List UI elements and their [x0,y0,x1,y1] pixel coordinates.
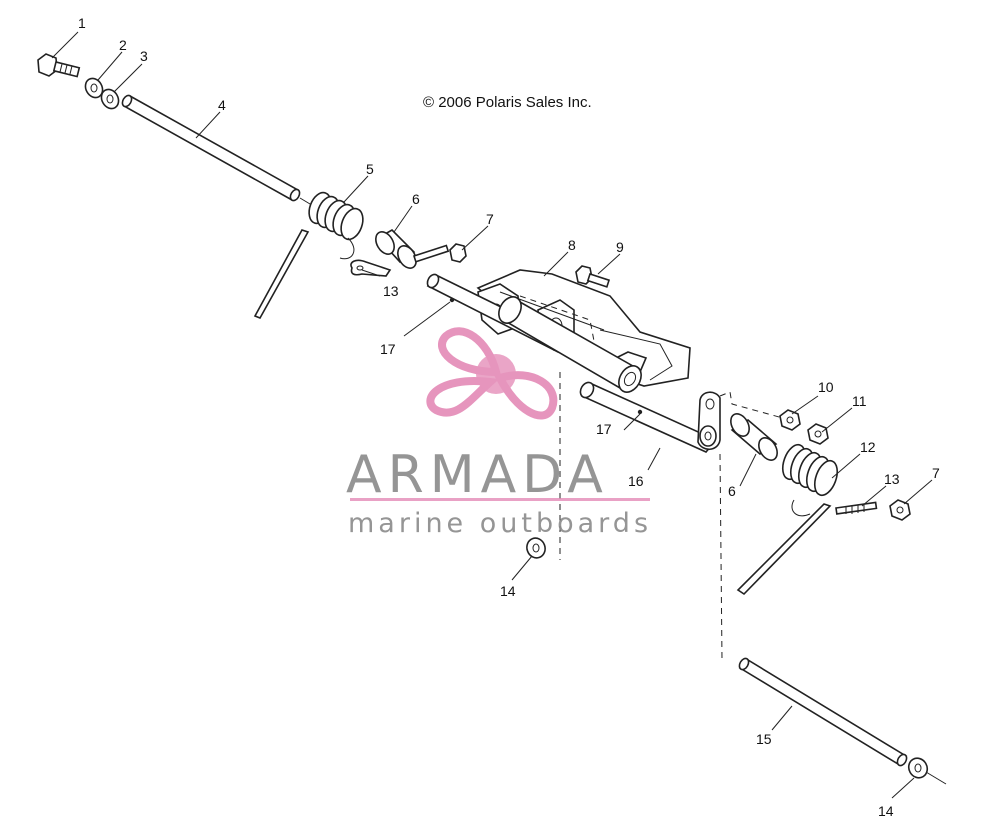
callout-6: 6 [412,191,420,207]
cross-tube [498,296,642,393]
watermark-underline [350,498,650,501]
bushing-6-lower [730,413,778,461]
copyright-text: © 2006 Polaris Sales Inc. [423,94,592,111]
watermark-subtitle: marine outboards [348,508,652,539]
torsion-spring-5 [253,191,364,320]
dashed-axis-right [719,391,791,421]
callout-14-right: 14 [878,803,894,819]
callout-3: 3 [140,48,148,64]
rod-15 [738,657,908,767]
callout-7-lower: 7 [932,465,940,481]
nut-7-lower [889,499,911,521]
callout-6-lower: 6 [728,483,736,499]
leader-lines [51,31,933,799]
torsion-spring-12 [736,443,839,596]
callout-13-lower: 13 [884,471,900,487]
dashed-axis-down-right [719,453,723,661]
bolt-7-upper [412,243,467,263]
bushing-6-upper [375,229,417,269]
callout-17-upper: 17 [380,341,396,357]
propeller-logo-icon [426,327,558,420]
callout-7: 7 [486,211,494,227]
callout-5: 5 [366,161,374,177]
callout-4: 4 [218,97,226,113]
nut-10 [779,409,801,431]
callout-12: 12 [860,439,876,455]
callout-2: 2 [119,37,127,53]
axis-line-end [925,771,947,785]
callout-1: 1 [78,15,86,31]
link-plate [697,391,721,451]
callout-11: 11 [852,393,867,409]
callout-labels: 1 2 3 4 5 6 7 8 9 13 17 10 11 12 17 16 6… [78,15,940,819]
nut-11 [807,423,829,445]
washer-14-right [907,757,929,779]
washer-3 [100,88,120,110]
callout-15: 15 [756,731,772,747]
callout-9: 9 [616,239,624,255]
bolt-9 [575,265,611,288]
callout-14-left: 14 [500,583,516,599]
callout-16: 16 [628,473,644,489]
washer-2 [84,77,104,99]
bolt-1 [37,53,81,78]
watermark: ARMADA marine outboards [346,327,652,539]
tube-16 [579,381,718,453]
rod-4 [121,94,301,202]
callout-17-lower: 17 [596,421,612,437]
eye-lug-13 [350,259,392,277]
bolt-13-lower [835,501,878,515]
callout-10: 10 [818,379,834,395]
washer-14-left [526,537,546,559]
callout-8: 8 [568,237,576,253]
watermark-title: ARMADA [346,445,609,505]
callout-13-upper: 13 [383,283,399,299]
